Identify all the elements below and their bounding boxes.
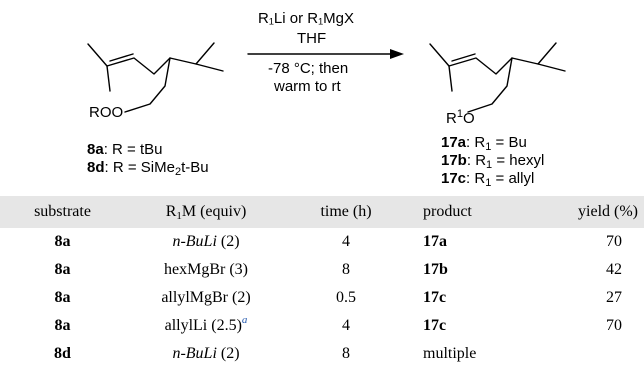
cell-substrate: 8a (54, 289, 71, 306)
cell-substrate: 8a (54, 261, 71, 278)
table-row: 8a hexMgBr (3) 8 17b 42 (0, 256, 644, 284)
table-row: 8a allylLi (2.5)a 4 17c 70 (0, 312, 644, 340)
header-reagent-pre: R (165, 203, 177, 220)
cell-yield: 27 (606, 289, 622, 306)
table-header-row: substrate R1M (equiv) time (h) product y… (0, 196, 644, 228)
product-sub-17c: 1 (485, 177, 492, 189)
cell-reagent-equiv: (2.5) (207, 317, 242, 334)
cell-reagent-name: hexMgBr (164, 261, 226, 278)
header-reagent: R1M (equiv) (125, 196, 287, 228)
conditions-label-line1: -78 °C; then (268, 60, 349, 77)
product-sub-17b: 1 (486, 159, 493, 171)
cell-reagent-name: allylMgBr (161, 289, 228, 306)
cell-product: 17a (423, 233, 447, 250)
product-r-17a: R (474, 134, 486, 151)
substrate-text-8d-pre: : R = SiMe (104, 159, 175, 176)
product-sub-17a: 1 (485, 141, 492, 153)
cell-product: multiple (423, 345, 477, 362)
cell-product: 17c (423, 289, 447, 306)
product-id-17c: 17c (441, 170, 467, 187)
reaction-scheme (87, 42, 566, 113)
cell-product: 17c (423, 317, 447, 334)
header-time: time (h) (320, 203, 372, 220)
cell-reagent-name: n-BuLi (172, 233, 217, 250)
right-group-r: R (446, 110, 457, 127)
product-def-17a: 17a: R1 = Bu (441, 134, 527, 153)
cell-substrate: 8a (54, 317, 71, 334)
header-reagent-sub: 1 (176, 210, 182, 222)
product-text-17c: = allyl (491, 170, 535, 187)
product-id-17b: 17b (441, 152, 467, 169)
table-row: 8a allylMgBr (2) 0.5 17c 27 (0, 284, 644, 312)
header-substrate: substrate (34, 203, 91, 220)
cell-reagent-name: allylLi (164, 317, 208, 334)
cell-product: 17b (423, 261, 448, 278)
substrate-id-8a: 8a (87, 141, 104, 158)
cell-substrate: 8d (54, 345, 71, 362)
cell-time: 0.5 (336, 289, 356, 306)
cell-time: 4 (342, 317, 350, 334)
conditions-label-line2: warm to rt (274, 78, 341, 95)
cell-reagent: n-BuLi (2) (125, 340, 287, 368)
cell-time: 8 (342, 345, 350, 362)
cell-reagent-name: n-BuLi (172, 345, 217, 362)
cell-yield: 42 (606, 261, 622, 278)
product-def-17c: 17c: R1 = allyl (441, 170, 535, 189)
product-r-17c: R (474, 170, 486, 187)
cell-reagent-equiv: (3) (225, 261, 248, 278)
cell-reagent: n-BuLi (2) (125, 228, 287, 256)
reagents-label-line2: THF (297, 30, 327, 47)
right-group-sup: 1 (456, 108, 463, 120)
substrate-def-8a: 8a: R = tBu (87, 141, 162, 159)
cell-yield: 70 (606, 317, 622, 334)
right-ether-group: R1O (446, 108, 475, 128)
cell-reagent: allylMgBr (2) (125, 284, 287, 312)
substrate-text-8d-sub: 2 (174, 166, 182, 178)
header-reagent-post: M (equiv) (181, 203, 247, 220)
cell-time: 4 (342, 233, 350, 250)
cell-yield: 70 (606, 233, 622, 250)
reagents-label-line1: R₁Li or R₁MgX (258, 10, 354, 27)
footnote-marker[interactable]: a (241, 314, 248, 326)
cell-substrate: 8a (54, 233, 71, 250)
table-row: 8a n-BuLi (2) 4 17a 70 (0, 228, 644, 256)
substrate-text-8a: : R = tBu (103, 141, 163, 158)
left-peroxide-group: ROO (89, 104, 124, 121)
substrate-text-8d-post: t-Bu (181, 159, 209, 176)
cell-reagent-equiv: (2) (228, 289, 251, 306)
cell-reagent-equiv: (2) (216, 233, 240, 250)
cell-reagent: hexMgBr (3) (125, 256, 287, 284)
header-product: product (423, 203, 472, 220)
cell-time: 8 (342, 261, 350, 278)
product-text-17b: = hexyl (492, 152, 545, 169)
results-table: substrate R1M (equiv) time (h) product y… (0, 196, 644, 368)
cell-reagent: allylLi (2.5)a (125, 312, 287, 340)
product-def-17b: 17b: R1 = hexyl (441, 152, 545, 171)
product-id-17a: 17a (441, 134, 467, 151)
substrate-id-8d: 8d (87, 159, 105, 176)
header-yield: yield (%) (578, 203, 638, 220)
substrate-def-8d: 8d: R = SiMe2t-Bu (87, 159, 209, 178)
right-group-o: O (462, 110, 475, 127)
cell-yield (530, 340, 644, 368)
cell-reagent-equiv: (2) (216, 345, 240, 362)
table-body: 8a n-BuLi (2) 4 17a 70 8a hexMgBr (3) 8 … (0, 228, 644, 368)
product-text-17a: = Bu (491, 134, 527, 151)
product-r-17b: R (475, 152, 487, 169)
table-row: 8d n-BuLi (2) 8 multiple (0, 340, 644, 368)
